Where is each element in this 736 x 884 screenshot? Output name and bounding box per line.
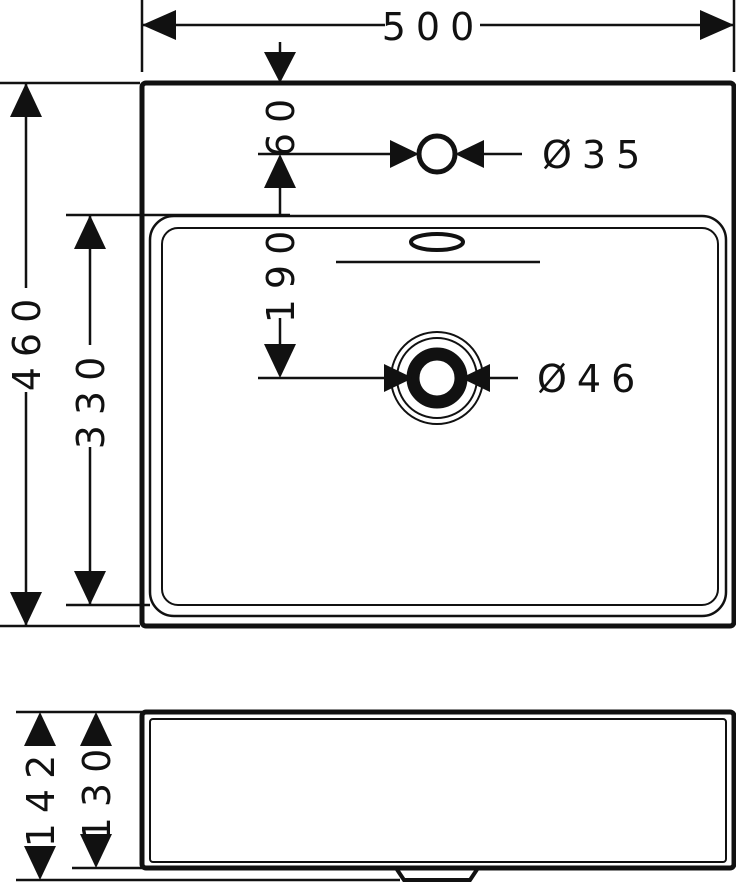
dim-tap-offsets: 60 190 — [258, 42, 390, 380]
tap-hole-diameter-label: Ø35 — [542, 133, 650, 177]
overflow-icon — [409, 232, 465, 252]
body-height-dimension: 130 — [75, 739, 119, 842]
basin-depth-dimension: 330 — [69, 347, 113, 450]
drain-offset-dimension: 190 — [259, 221, 303, 324]
total-height-dimension: 142 — [19, 745, 63, 848]
tap-hole-offset-dimension: 60 — [259, 89, 303, 157]
dim-depth: 460 — [0, 81, 140, 628]
tap-hole-icon — [416, 133, 458, 175]
basin-outer-outline — [139, 80, 736, 629]
top-view — [139, 80, 736, 629]
dim-drain-diameter: Ø46 — [384, 357, 645, 401]
side-outer-outline — [139, 709, 736, 871]
basin-bowl-inner — [161, 227, 719, 606]
dim-body-height: 130 — [72, 712, 142, 870]
depth-dimension: 460 — [5, 289, 49, 392]
side-inner-outline — [149, 718, 727, 863]
dim-total-height: 142 — [16, 710, 400, 882]
basin-bowl-outline — [148, 214, 728, 618]
side-view — [139, 709, 736, 882]
dim-basin-depth: 330 — [66, 213, 290, 607]
drain-diameter-label: Ø46 — [537, 357, 645, 401]
dim-tap-diameter: Ø35 — [390, 133, 650, 177]
drain-hole-icon — [406, 347, 468, 409]
dim-width: 500 — [140, 0, 736, 72]
drain-outlet-profile — [394, 866, 480, 882]
width-dimension: 500 — [382, 5, 485, 49]
